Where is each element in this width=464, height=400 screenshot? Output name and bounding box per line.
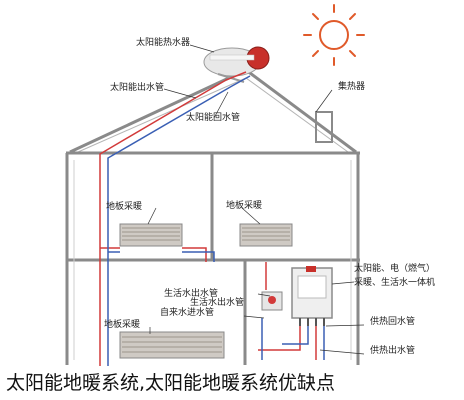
floor-heating-panel-lower — [119, 331, 225, 359]
label-heating-return-pipe: 供热回水管 — [370, 317, 416, 327]
label-floor-heating-right: 地板采暖 — [226, 201, 263, 211]
cold-water-pipes — [107, 75, 325, 366]
page-caption: 太阳能地暖系统,太阳能地暖系统优缺点 — [6, 372, 336, 394]
floor-heating-panel-left — [119, 223, 183, 247]
label-floor-heating-left: 地板采暖 — [106, 202, 143, 212]
label-solar-return-pipe: 太阳能回水管 — [186, 113, 241, 123]
label-solar-outlet-pipe: 太阳能出水管 — [110, 83, 165, 93]
label-heating-outlet-pipe: 供热出水管 — [370, 346, 416, 356]
sun-icon — [303, 4, 365, 66]
boiler-unit-icon — [261, 266, 333, 326]
label-domestic-hot-water-outlet: 生活水出水管 — [164, 289, 219, 299]
floor-heating-panel-right — [239, 223, 293, 247]
label-collector: 集热器 — [338, 82, 366, 92]
solar-water-heater-icon — [203, 46, 270, 83]
house-walls — [65, 151, 360, 365]
label-boiler-note-line1: 太阳能、电（燃气） — [354, 264, 436, 274]
label-solar-water-heater: 太阳能热水器 — [136, 38, 191, 48]
label-floor-heating-lower: 地板采暖 — [104, 320, 141, 330]
hot-water-pipes — [99, 71, 317, 366]
leader-lines — [147, 44, 365, 355]
label-domestic-outlet: 生活水出水管 — [190, 298, 245, 308]
label-tap-water-inlet: 自来水进水管 — [160, 308, 215, 318]
label-boiler-note-line2: 采暖、生活水一体机 — [354, 278, 436, 288]
